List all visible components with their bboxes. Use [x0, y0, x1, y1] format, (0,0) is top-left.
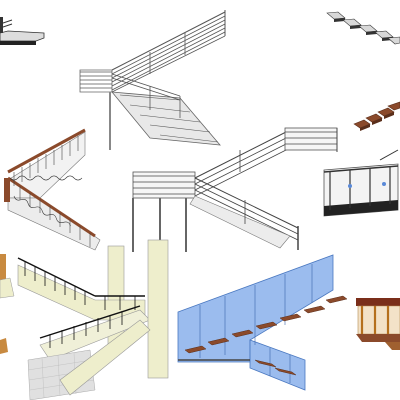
floating-stair-top-right	[326, 11, 400, 45]
wood-tread-stair-right	[353, 101, 400, 131]
black-rail-stair-lower-left	[17, 239, 169, 400]
partial-stair-top-left	[0, 17, 45, 45]
steel-stair-railing-top-center	[79, 10, 226, 150]
wood-frame-stair-lower-right	[356, 298, 400, 350]
ornamental-wood-rail-stair-left	[4, 128, 101, 251]
glass-balcony-stair-right	[323, 149, 399, 217]
partial-wood-stair-left-edge	[0, 254, 15, 354]
glass-rail-stair-lower-center	[177, 254, 348, 391]
steel-landing-stair-center	[132, 127, 338, 252]
